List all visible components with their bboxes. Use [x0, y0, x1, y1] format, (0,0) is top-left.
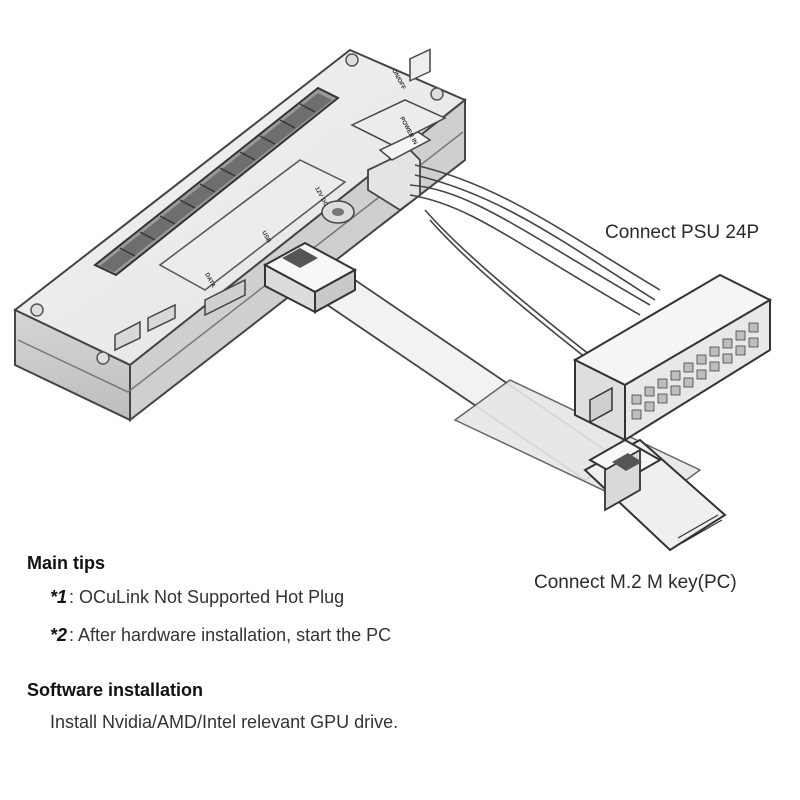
- callout-psu: Connect PSU 24P: [605, 222, 760, 243]
- tip-text: : OCuLink Not Supported Hot Plug: [69, 587, 345, 607]
- atx-24pin-connector: [572, 273, 773, 442]
- screw-hole: [430, 87, 444, 101]
- screw-hole: [345, 53, 359, 67]
- label-usb: USB: [260, 230, 272, 245]
- pcie-slot: [93, 86, 340, 277]
- tip-text: : After hardware installation, start the…: [69, 625, 392, 645]
- psu-cables: [409, 164, 661, 366]
- tip-item: *2: After hardware installation, start t…: [50, 625, 391, 646]
- tip-marker: *2: [50, 625, 68, 645]
- screw-hole: [30, 303, 44, 317]
- tip-item: *1: OCuLink Not Supported Hot Plug: [50, 587, 344, 608]
- callout-m2: Connect M.2 M key(PC): [534, 572, 737, 593]
- software-title: Software installation: [27, 680, 204, 700]
- tip-marker: *1: [50, 587, 68, 607]
- software-text: Install Nvidia/AMD/Intel relevant GPU dr…: [50, 712, 399, 732]
- power-in-connector: [350, 48, 447, 212]
- io-module: [114, 159, 355, 352]
- main-tips-title: Main tips: [27, 553, 106, 573]
- m2-adapter: [583, 438, 727, 552]
- egpu-dock-illustration: POWER IN 12V DC USB DATA ON/OFF: [13, 48, 773, 552]
- screw-hole: [96, 351, 110, 365]
